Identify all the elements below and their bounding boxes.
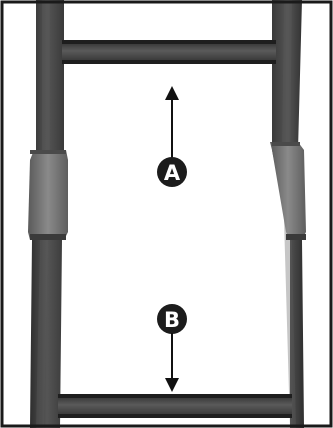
callout-a-badge: A [157,157,187,187]
callout-a-label: A [164,161,181,185]
bottom-rung [58,394,292,418]
left-rail-sleeve [28,150,68,240]
callout-b-badge: B [157,304,187,334]
top-rung [62,40,276,64]
callout-b-label: B [164,308,180,332]
